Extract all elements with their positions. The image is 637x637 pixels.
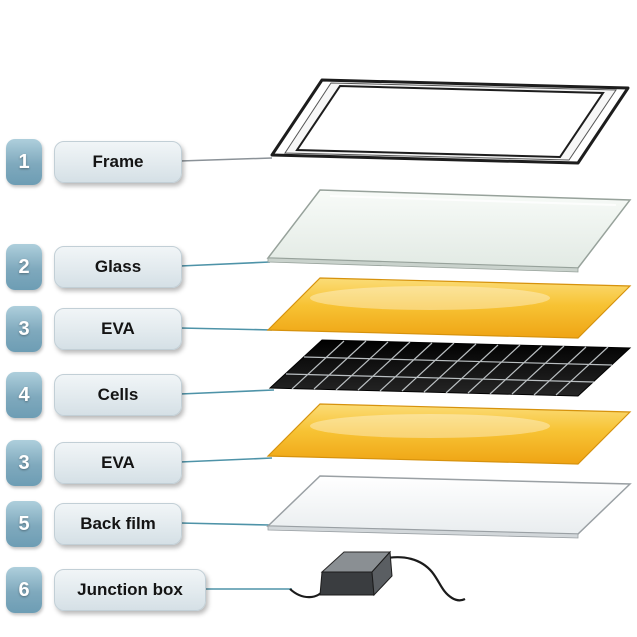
legend-row-frame: 1 Frame xyxy=(6,139,182,185)
eva-top-number-badge: 3 xyxy=(6,306,42,352)
eva-bottom-connector-line xyxy=(179,457,273,463)
cells-layer xyxy=(268,339,632,397)
legend-row-junction-box: 6 Junction box xyxy=(6,567,206,613)
backfilm-layer xyxy=(266,475,632,539)
frame-number-badge: 1 xyxy=(6,139,42,185)
eva-bottom-number-badge: 3 xyxy=(6,440,42,486)
glass-label: Glass xyxy=(54,246,182,288)
junction-wire-right xyxy=(377,556,466,602)
junction-number-badge: 6 xyxy=(6,567,42,613)
cells-number-badge: 4 xyxy=(6,372,42,418)
cell-grid-lines xyxy=(285,340,613,396)
glass-connector-line xyxy=(179,261,271,267)
legend-row-glass: 2 Glass xyxy=(6,244,182,290)
eva-top-layer xyxy=(266,277,632,339)
cells-label: Cells xyxy=(54,374,182,416)
eva-bottom-label: EVA xyxy=(54,442,182,484)
legend-row-cells: 4 Cells xyxy=(6,372,182,418)
junction-label: Junction box xyxy=(54,569,206,611)
glass-layer xyxy=(266,189,632,273)
backfilm-connector-line xyxy=(179,522,271,526)
eva-top-label: EVA xyxy=(54,308,182,350)
junction-box xyxy=(289,550,466,602)
eva-top-connector-line xyxy=(179,327,273,331)
backfilm-label: Back film xyxy=(54,503,182,545)
frame-connector-line xyxy=(179,157,273,162)
backfilm-number-badge: 5 xyxy=(6,501,42,547)
glass-number-badge: 2 xyxy=(6,244,42,290)
eva-bottom-layer xyxy=(266,403,632,465)
legend-row-eva-top: 3 EVA xyxy=(6,306,182,352)
legend-row-backfilm: 5 Back film xyxy=(6,501,182,547)
cells-connector-line xyxy=(179,389,275,395)
legend-row-eva-bottom: 3 EVA xyxy=(6,440,182,486)
frame-layer xyxy=(270,78,630,165)
frame-label: Frame xyxy=(54,141,182,183)
